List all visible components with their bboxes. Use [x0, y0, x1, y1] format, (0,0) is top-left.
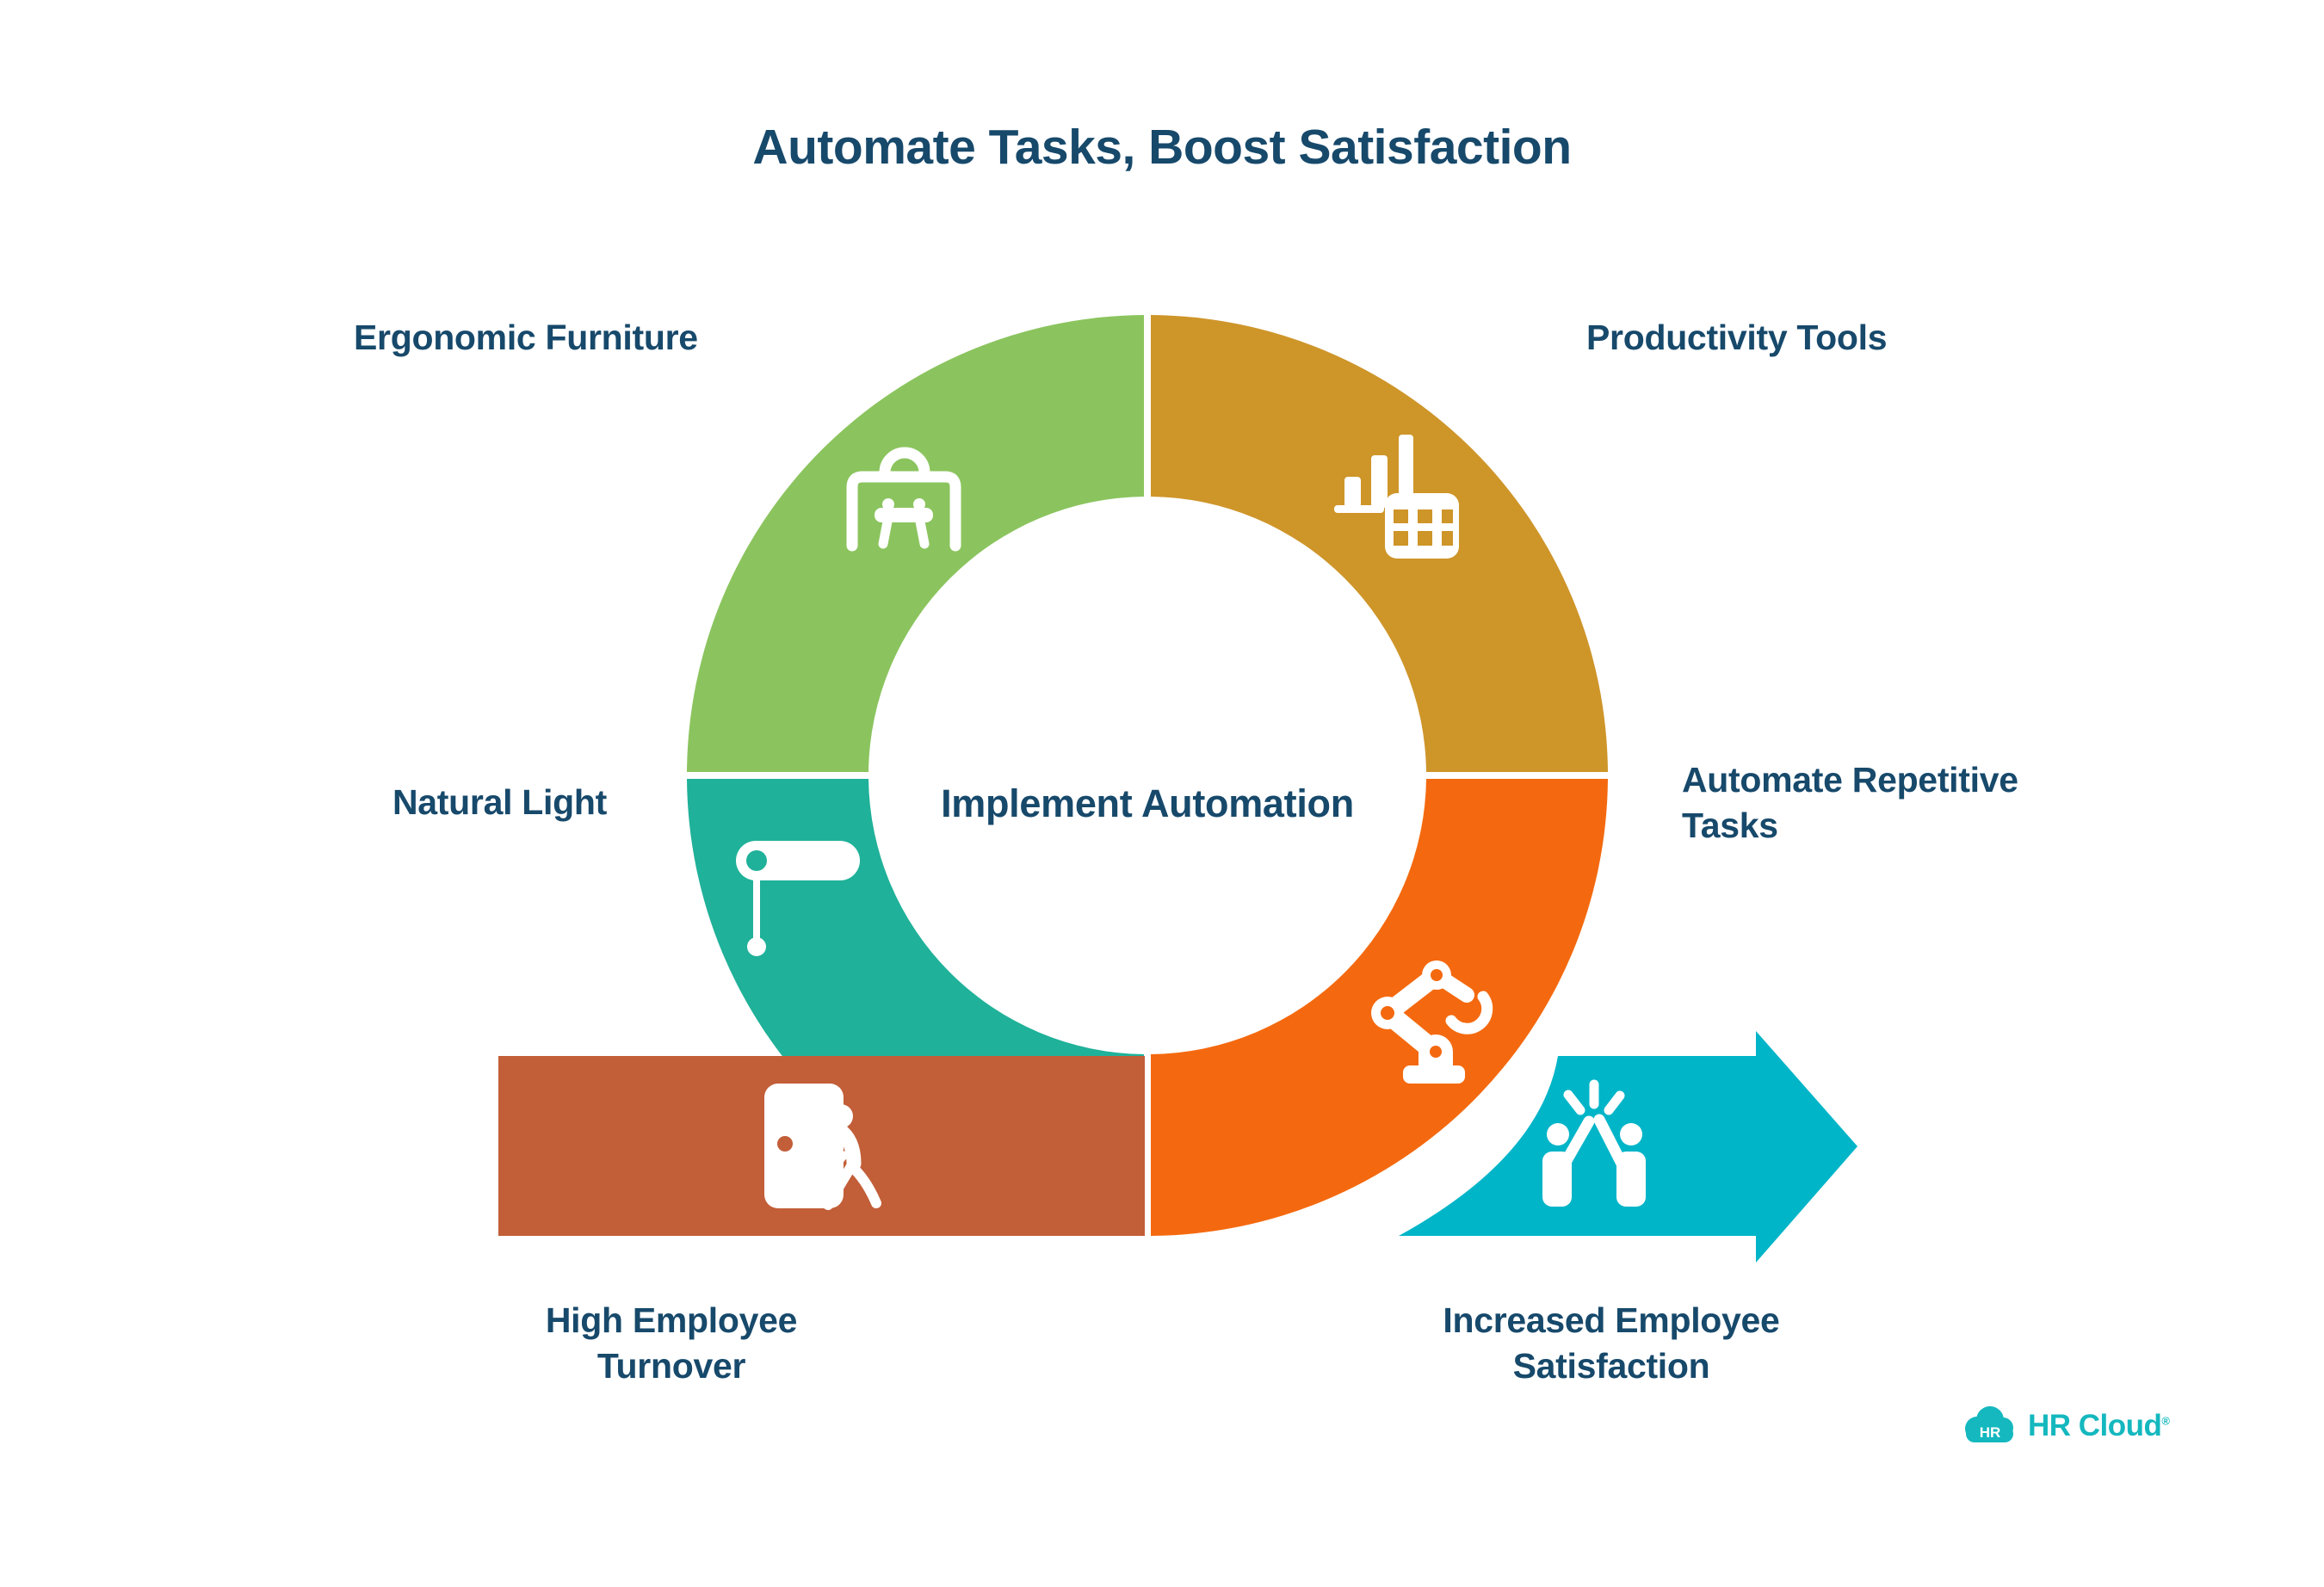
- page-title: Automate Tasks, Boost Satisfaction: [752, 120, 1572, 175]
- arrow-increased-employee-satisfaction: [1399, 1031, 1857, 1263]
- hr-cloud-wordmark: HR Cloud®: [2028, 1409, 2170, 1442]
- registered-symbol: ®: [2161, 1414, 2170, 1428]
- label-productivity-tools: Productivity Tools: [1586, 318, 1888, 357]
- desk-icon: [846, 447, 961, 552]
- hr-cloud-logo: HR HR Cloud®: [1962, 1405, 2170, 1448]
- robot-arm-icon: [1371, 960, 1493, 1084]
- hr-cloud-mark-icon: HR: [1965, 1406, 2013, 1442]
- label-automate-repetitive-tasks: Automate Repetitive Tasks: [1682, 760, 2018, 845]
- segment-productivity-tools: [1151, 315, 1608, 772]
- label-ergonomic-furniture: Ergonomic Furniture: [354, 318, 698, 357]
- label-increased-employee-satisfaction: Increased Employee Satisfaction: [1443, 1300, 1780, 1386]
- window-blind-icon: [736, 841, 860, 956]
- hr-cloud-mark-text: HR: [1980, 1424, 2001, 1441]
- center-label: Implement Automation: [941, 781, 1354, 825]
- segment-ergonomic-furniture: [687, 315, 1144, 772]
- label-high-employee-turnover: High Employee Turnover: [545, 1300, 798, 1386]
- label-natural-light: Natural Light: [392, 782, 607, 822]
- employee-leaving-door-icon: [764, 1084, 881, 1210]
- high-five-icon: [1542, 1079, 1646, 1207]
- bar-chart-spreadsheet-icon: [1334, 435, 1459, 559]
